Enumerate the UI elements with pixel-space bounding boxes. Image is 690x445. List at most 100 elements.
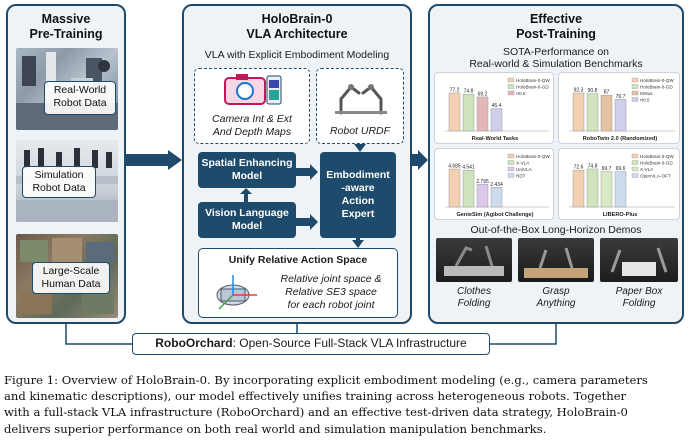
legend-swatch (507, 160, 515, 165)
chart-bar (572, 92, 585, 132)
legend-label: RDT (516, 174, 526, 179)
bar-value-label: 69.6 (616, 166, 626, 172)
legend-label: X-VLA (516, 161, 530, 166)
legend-label: Motus (640, 91, 653, 96)
chart-libero-svg: HoloBrain-0-QWHoloBrain-0-GDX-VLAOpenVLA… (569, 153, 675, 218)
camera-icon (224, 74, 282, 105)
demo-grasp-photo (518, 238, 594, 282)
chart-bar (462, 169, 475, 208)
bar-value-label: 69.2 (478, 91, 488, 97)
expert-line4: Expert (341, 208, 375, 220)
human-data-label-line1: Large-Scale (42, 265, 100, 277)
clothes-folding-illustration (444, 245, 504, 276)
posttraining-title-line1: Effective (529, 12, 583, 26)
simulation-label-line1: Simulation (34, 169, 84, 181)
spatial-line1: Spatial Enhancing (201, 157, 293, 169)
action-desc-line2: Relative SE3 space (285, 286, 377, 298)
chart-bar (600, 171, 613, 208)
sota-line2: Real-world & Simulation Benchmarks (469, 58, 643, 70)
vlm-line1: Vision Language (205, 207, 289, 219)
demo-clothes-photo (436, 238, 512, 282)
legend-swatch (631, 77, 639, 83)
chart-bar (600, 94, 613, 132)
chart-title: GenieSim (Agibot Challenge) (456, 212, 533, 218)
demo-grasp-line2: Anything (536, 298, 576, 309)
chart-bar (586, 168, 599, 208)
roboorchard-name: RoboOrchard (155, 336, 233, 350)
demo-paperbox-line2: Folding (622, 298, 656, 309)
demo-clothes-label: Clothes Folding (436, 286, 512, 310)
roboorchard-bar: RoboOrchard: Open-Source Full-Stack VLA … (132, 333, 490, 355)
real-world-label-line2: Robot Data (53, 97, 107, 109)
demo-paperbox-photo (600, 238, 678, 282)
legend-swatch (631, 166, 639, 172)
legend-swatch (507, 84, 515, 89)
chart-bar (448, 92, 461, 132)
action-desc-line3: for each robot joint (287, 299, 375, 311)
bottom-connectors (65, 324, 557, 345)
bar-value-label: 69.7 (602, 166, 612, 172)
chart-bar (586, 93, 599, 132)
vlm-line2: Model (231, 220, 263, 232)
camera-label-line1: Camera Int & Ext (212, 113, 292, 125)
action-space-title: Unify Relative Action Space (228, 254, 368, 266)
sota-line1: SOTA-Performance on (502, 46, 609, 58)
action-expert: Embodiment -aware Action Expert (320, 152, 396, 238)
architecture-panel: HoloBrain-0 VLA Architecture VLA with Ex… (182, 4, 412, 324)
bar-value-label: 4.685 (448, 164, 461, 170)
legend-swatch (507, 77, 515, 83)
bar-value-label: 74.8 (464, 89, 474, 95)
spatial-line2: Model (231, 170, 263, 182)
demo-paperbox-line1: Paper Box (615, 286, 663, 297)
bar-value-label: 76.7 (616, 94, 626, 100)
chart-bar (476, 96, 489, 132)
legend-swatch (631, 153, 639, 159)
legend-label: HoloBrain-0-GD (640, 85, 673, 90)
caption-line1: Figure 1: Overview of HoloBrain-0. By in… (4, 373, 648, 387)
legend-label: HoloBrain-0-QW (516, 154, 550, 159)
paper-box-illustration (610, 247, 668, 276)
robot-urdf-box: Robot URDF (316, 68, 404, 144)
chart-bar (614, 171, 627, 208)
caption-line4: delivers superior performance on both re… (4, 421, 547, 436)
human-data-label-line2: Human Data (41, 278, 101, 290)
real-world-robot-label: Real-World Robot Data (44, 81, 116, 115)
legend-label: OpenVLA-OFT (640, 174, 671, 179)
chart-title: Real-World Tasks (472, 136, 518, 142)
chart-bar (490, 187, 503, 208)
arrow-expert-to-action (352, 238, 364, 248)
chart-bar (448, 168, 461, 208)
vla-subtitle: VLA with Explicit Embodiment Modeling (204, 49, 390, 61)
bar-value-label: 4.541 (462, 165, 475, 171)
legend-label: UniVLA (516, 167, 533, 172)
demo-clothes-line2: Folding (457, 298, 491, 309)
simulation-robot-label: Simulation Robot Data (22, 166, 96, 198)
arrow-left-to-middle (126, 150, 182, 170)
legend-swatch (507, 173, 515, 178)
figure-caption: Figure 1: Overview of HoloBrain-0. By in… (4, 372, 686, 437)
human-data-label: Large-Scale Human Data (32, 262, 110, 294)
legend-label: HoloBrain-0-QW (640, 78, 674, 83)
bar-value-label: 2.434 (490, 182, 503, 188)
simulation-label-line2: Robot Data (32, 182, 86, 194)
chart-title: LIBERO-Plus (603, 212, 638, 218)
legend-swatch (631, 160, 639, 165)
demo-paperbox-label: Paper Box Folding (600, 286, 678, 310)
roboorchard-desc: : Open-Source Full-Stack VLA Infrastruct… (232, 336, 467, 350)
legend-swatch (631, 84, 639, 89)
legend-label: π0.5 (640, 98, 650, 103)
bar-value-label: 72.6 (574, 165, 584, 171)
legend-swatch (631, 173, 639, 178)
robot-arms-icon (335, 84, 387, 115)
demos-title: Out-of-the-Box Long-Horizon Demos (470, 224, 642, 236)
chart-bar (462, 93, 475, 132)
arrow-middle-to-right (412, 150, 428, 170)
posttraining-title-line2: Post-Training (516, 27, 596, 41)
bar-value-label: 90.8 (588, 88, 598, 94)
bar-value-label: 92.3 (574, 88, 584, 94)
